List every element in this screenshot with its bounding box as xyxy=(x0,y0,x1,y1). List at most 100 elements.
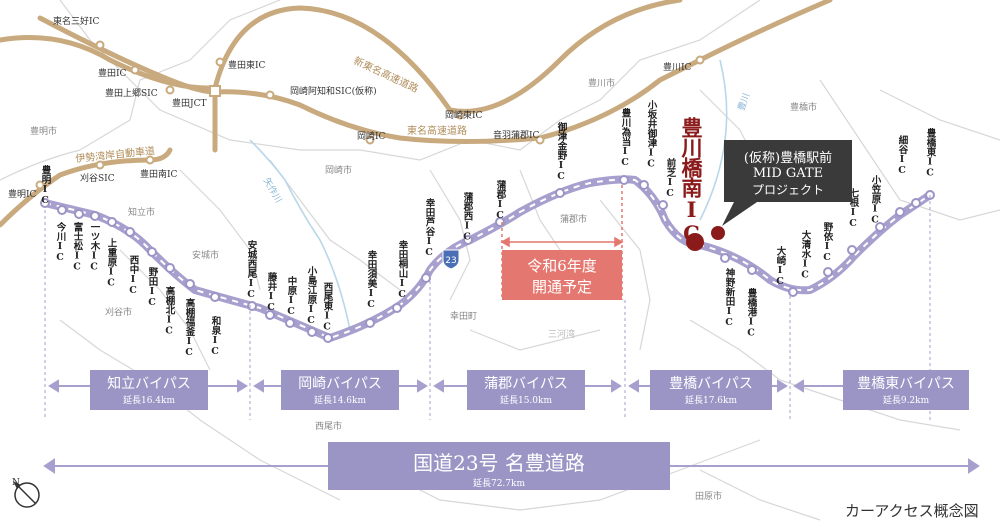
route23-ic-label: 幸田須美IC xyxy=(365,250,377,310)
route23-ic-label: 上重原IC xyxy=(105,238,117,289)
route23-ic-marker xyxy=(875,222,885,232)
opening-plan-line1: 令和6年度 xyxy=(527,257,597,275)
route23-ic-label: 高棚北IC xyxy=(163,286,175,337)
okazaki-achi-ic-marker xyxy=(265,90,275,100)
route23-ic-label: 小坂井御津IC xyxy=(645,100,657,170)
route23-ic-label: 野依IC xyxy=(821,222,833,263)
city-kota: 幸田町 xyxy=(450,312,478,322)
otowa-gamagori-ic-marker xyxy=(535,135,545,145)
bypass-name: 岡崎バイパス xyxy=(298,376,382,392)
okazaki-ic-marker xyxy=(365,135,375,145)
route23-ic-label: 御津金野IC xyxy=(555,122,567,182)
route23-ic-marker xyxy=(125,227,135,237)
route23-ic-marker xyxy=(658,200,668,210)
route23-ic-marker xyxy=(210,292,220,302)
route23-ic-marker xyxy=(247,301,257,311)
kariya-ic-marker xyxy=(95,160,105,170)
route23-ic-marker xyxy=(74,209,84,219)
route23-ic-marker xyxy=(40,198,50,208)
otowa-gamagori-ic-label: 音羽蒲郡IC xyxy=(493,131,540,141)
city-kariya: 刈谷市 xyxy=(105,308,133,318)
bypass-name: 蒲郡バイパス xyxy=(484,376,568,392)
route23-ic-label: 豊川為当IC xyxy=(619,108,631,168)
bypass-box-okazaki: 岡崎バイパス 延長14.6km xyxy=(281,370,399,410)
bypass-length: 延長17.6km xyxy=(684,396,738,406)
route23-ic-label: 神野新田IC xyxy=(723,268,735,328)
city-okazaki: 岡崎市 xyxy=(325,166,353,176)
route23-dash xyxy=(44,178,931,340)
toyoake-left-ic-marker xyxy=(35,180,45,190)
route23-ic-marker xyxy=(747,265,757,275)
callout-box: (仮称)豊橋駅前 MID GATE プロジェクト xyxy=(724,140,852,202)
route23-ic-marker xyxy=(165,263,175,273)
route23-ic-marker xyxy=(720,253,730,263)
tomei-label: 東名高速道路 xyxy=(407,126,467,137)
route23-ic-label: 藤井IC xyxy=(265,272,277,313)
compass-label: N xyxy=(12,478,20,488)
route23-ic-marker xyxy=(463,235,473,245)
route23-ic-marker xyxy=(847,245,857,255)
featured-ic-label: 豊川橋南IC xyxy=(679,117,704,245)
toyoake-left-ic-label: 豊明IC xyxy=(8,190,37,200)
route23-ic-label: 富士松IC xyxy=(71,222,83,273)
toyota-ic-label: 豊田IC xyxy=(98,69,127,79)
route23-ic-label: 幸田桐山IC xyxy=(396,240,408,300)
okazaki-higashi-ic-label: 岡崎東IC xyxy=(445,111,483,121)
route23-ic-marker xyxy=(90,211,100,221)
shin-tomei-expressway xyxy=(0,0,683,114)
route23-ic-label: 西尾東IC xyxy=(321,282,333,333)
okazaki-higashi-ic-marker xyxy=(455,110,465,120)
toyo-river xyxy=(699,59,728,221)
route23-ic-marker xyxy=(307,327,317,337)
bypass-box-chiryu: 知立バイパス 延長16.4km xyxy=(90,370,208,410)
city-tahara: 田原市 xyxy=(695,492,723,502)
route23-shield-label: 23 xyxy=(445,256,456,266)
route23-ic-marker xyxy=(57,205,67,215)
toyota-higashi-ic-marker xyxy=(215,57,225,67)
route23-ic-label: 高棚福釜IC xyxy=(183,298,195,358)
bypass-length: 延長16.4km xyxy=(122,396,176,406)
tomei-expressway xyxy=(37,0,833,144)
bypass-box-toyohashi: 豊橋バイパス 延長17.6km xyxy=(650,370,772,410)
toyota-kamigo-ic-label: 豊田上郷SIC xyxy=(105,89,158,99)
city-gamagori: 蒲郡市 xyxy=(560,215,588,225)
callout-line3: プロジェクト xyxy=(751,183,824,197)
route23-ic-marker xyxy=(911,198,921,208)
route23-ic-marker xyxy=(265,310,275,320)
route23-ic-label: 大清水IC xyxy=(799,230,811,281)
tomei-miyoshi-ic-label: 東名三好IC xyxy=(53,17,100,27)
city-toyoake: 豊明市 xyxy=(30,127,58,137)
toyota-minami-ic-label: 豊田南IC xyxy=(140,170,178,180)
bypass-name: 豊橋東バイパス xyxy=(857,376,955,392)
toyota-jct-marker xyxy=(209,85,221,97)
route23-ic-markers xyxy=(40,175,935,343)
route23-ic-label: 前芝IC xyxy=(664,158,676,199)
route23-ic-marker xyxy=(823,267,833,277)
route23-ic-label: 七根IC xyxy=(847,188,859,229)
route23-ic-marker xyxy=(323,333,333,343)
route23-ic-label: 豊橋東IC xyxy=(924,128,936,179)
total-route-box: 国道23号 名豊道路 延長72.7km xyxy=(328,442,670,490)
route23-ic-label: 細谷IC xyxy=(896,135,908,176)
route23-ic-label: 蒲郡西IC xyxy=(461,192,473,243)
city-anjo: 安城市 xyxy=(192,251,220,261)
route23-ic-marker xyxy=(421,273,431,283)
callout-pointer xyxy=(722,200,760,226)
tomei-miyoshi-ic-marker xyxy=(95,40,105,50)
toyota-ic-marker xyxy=(130,65,140,75)
route23-ic-label: 今川IC xyxy=(54,222,66,263)
bypass-box-toyohashi-east: 豊橋東バイパス 延長9.2km xyxy=(843,370,969,410)
featured-ic-dot xyxy=(686,233,704,251)
city-nishio: 西尾市 xyxy=(315,422,343,432)
bypass-length: 延長14.6km xyxy=(313,396,367,406)
route23-ic-marker xyxy=(555,188,565,198)
route23-ic-marker xyxy=(185,279,195,289)
city-chiryu: 知立市 xyxy=(128,208,156,218)
route23-ic-label: 大崎IC xyxy=(774,246,786,287)
toyokawa-ic-label: 豊川IC xyxy=(663,63,692,73)
map-title: カーアクセス概念図 xyxy=(845,502,979,520)
opening-plan-box: 令和6年度 開通予定 xyxy=(502,250,622,300)
toyota-minami-ic-marker xyxy=(145,155,155,165)
route23-ic-label: 幸田芦谷IC xyxy=(423,198,435,258)
route23-ic-marker xyxy=(619,175,629,185)
